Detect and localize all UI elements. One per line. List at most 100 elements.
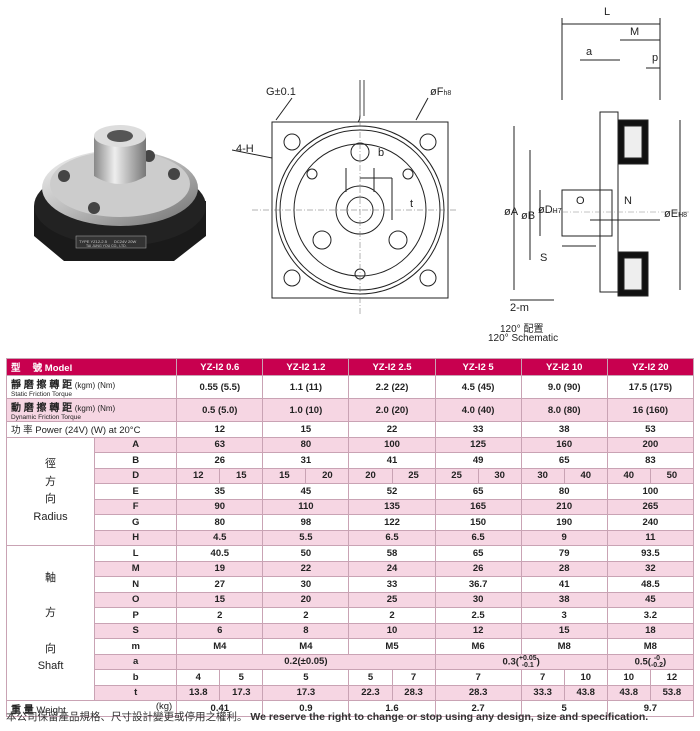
dim-label-S: S bbox=[540, 252, 548, 264]
table-cell: 25 bbox=[391, 467, 436, 484]
table-cell: 165 bbox=[434, 498, 522, 515]
table-cell: 63 bbox=[176, 436, 264, 453]
table-cell: 28.3 bbox=[434, 684, 522, 701]
table-cell: 40 bbox=[606, 467, 651, 484]
row-P: P 2 2 2 2.5 3 3.2 bbox=[7, 607, 695, 624]
table-cell: 22 bbox=[262, 560, 350, 577]
table-cell: 36.7 bbox=[434, 576, 522, 593]
table-cell: 10 bbox=[348, 622, 436, 639]
header-model-5: YZ-I2 10 bbox=[520, 358, 608, 376]
weight-row: 重 量 Weight (kg) 0.41 0.9 1.6 2.7 5 9.7 bbox=[5, 700, 695, 717]
table-cell: 5 bbox=[219, 669, 264, 686]
table-cell: 35 bbox=[176, 483, 264, 500]
table-cell: 20 bbox=[262, 591, 350, 608]
row-label: S bbox=[94, 622, 178, 639]
table-cell: 53.8 bbox=[649, 684, 695, 701]
dim-label-M: M bbox=[630, 26, 640, 38]
table-cell: 80 bbox=[176, 514, 264, 531]
table-cell: M8 bbox=[520, 638, 608, 655]
row-F: F 90 110 135 165 210 265 bbox=[7, 498, 695, 515]
table-cell: 80 bbox=[520, 483, 608, 500]
front-view-drawing bbox=[232, 80, 458, 316]
table-cell: 12 bbox=[176, 467, 221, 484]
table-cell: 50 bbox=[262, 545, 350, 562]
table-cell: 110 bbox=[262, 498, 350, 515]
table-cell-tolerance: 0.3(+0.05-0.1) bbox=[434, 653, 608, 670]
row-E: E 35 45 52 65 80 100 bbox=[7, 483, 695, 500]
static-torque-row: 靜 磨 擦 轉 距 (kgm) (Nm)Static Friction Torq… bbox=[5, 375, 695, 399]
row-D: D 12 15 15 20 20 25 25 30 30 40 40 50 bbox=[7, 467, 695, 484]
row-label: M bbox=[94, 560, 178, 577]
table-cell: 25 bbox=[434, 467, 479, 484]
table-cell: 65 bbox=[520, 452, 608, 469]
static-torque-label: 靜 磨 擦 轉 距 (kgm) (Nm)Static Friction Torq… bbox=[5, 375, 178, 399]
table-cell: 9.7 bbox=[606, 700, 695, 717]
table-cell: 41 bbox=[348, 452, 436, 469]
table-cell: 0.5 (5.0) bbox=[176, 398, 264, 422]
table-cell: M4 bbox=[176, 638, 264, 655]
footer-note-cn: 本公司保留產品規格、尺寸設計變更或停用之權利。 bbox=[6, 711, 248, 723]
table-cell: 15 bbox=[520, 622, 608, 639]
table-cell: 125 bbox=[434, 436, 522, 453]
row-O: O 15 20 25 30 38 45 bbox=[7, 591, 695, 608]
table-cell: 22 bbox=[348, 421, 436, 438]
header-model-2: YZ-I2 1.2 bbox=[262, 358, 350, 376]
table-cell: 100 bbox=[348, 436, 436, 453]
dim-label-p: p bbox=[652, 52, 659, 64]
nameplate-voltage-text: DC24V 20W bbox=[114, 239, 136, 244]
row-b: b 4 5 5 5 7 7 7 10 10 12 bbox=[7, 669, 695, 686]
power-label: 功 率 Power (24V) (W) at 20°C bbox=[5, 421, 178, 438]
table-cell: 5 bbox=[262, 669, 350, 686]
table-cell: 4.5 (45) bbox=[434, 375, 522, 399]
nameplate-type-text: TYPE YZ12-2.5 bbox=[79, 239, 108, 244]
table-cell: 210 bbox=[520, 498, 608, 515]
row-M: M 19 22 24 26 28 32 bbox=[7, 560, 695, 577]
table-cell: 5 bbox=[348, 669, 393, 686]
table-cell: 122 bbox=[348, 514, 436, 531]
header-model-6: YZ-I2 20 bbox=[606, 358, 695, 376]
header-model-4: YZ-I2 5 bbox=[434, 358, 522, 376]
table-cell: 19 bbox=[176, 560, 264, 577]
table-cell: 20 bbox=[348, 467, 393, 484]
table-cell: 25 bbox=[348, 591, 436, 608]
row-B: B 26 31 41 49 65 83 bbox=[7, 452, 695, 469]
table-cell: 2.2 (22) bbox=[348, 375, 436, 399]
table-cell: 43.8 bbox=[606, 684, 651, 701]
header-model-3: YZ-I2 2.5 bbox=[348, 358, 436, 376]
footer-note: 本公司保留產品規格、尺寸設計變更或停用之權利。 We reserve the r… bbox=[6, 709, 694, 724]
dim-label-4H: 4-H bbox=[236, 143, 254, 155]
table-cell: 10 bbox=[606, 669, 651, 686]
figures-area: TYPE YZ12-2.5 DC24V 20W TAI JUNG YOU CO.… bbox=[0, 0, 700, 352]
table-cell: 6 bbox=[176, 622, 264, 639]
schematic-label-en: 120° Schematic bbox=[488, 333, 559, 344]
row-label: H bbox=[94, 529, 178, 546]
dim-label-B: øB bbox=[521, 210, 536, 222]
table-cell: 6.5 bbox=[434, 529, 522, 546]
table-cell: 2.0 (20) bbox=[348, 398, 436, 422]
table-cell: 45 bbox=[262, 483, 350, 500]
table-cell: 15 bbox=[262, 421, 350, 438]
table-cell: 18 bbox=[606, 622, 695, 639]
table-cell: 26 bbox=[176, 452, 264, 469]
table-cell: 83 bbox=[606, 452, 695, 469]
table-cell: 5 bbox=[520, 700, 608, 717]
row-G: G 80 98 122 150 190 240 bbox=[7, 514, 695, 531]
dim-label-t: t bbox=[410, 198, 414, 210]
dim-label-F: øFh8 bbox=[430, 86, 452, 98]
schematic-label-cn: 120° 配置 bbox=[500, 324, 544, 335]
row-m: m M4 M4 M5 M6 M8 M8 bbox=[7, 638, 695, 655]
row-N: N 27 30 33 36.7 41 48.5 bbox=[7, 576, 695, 593]
table-cell: 30 bbox=[520, 467, 565, 484]
table-cell: 1.0 (10) bbox=[262, 398, 350, 422]
table-cell: 38 bbox=[520, 591, 608, 608]
table-cell: 100 bbox=[606, 483, 695, 500]
table-cell: 160 bbox=[520, 436, 608, 453]
table-cell: 98 bbox=[262, 514, 350, 531]
table-cell: 2.7 bbox=[434, 700, 522, 717]
table-cell: 0.2(±0.05) bbox=[176, 653, 436, 670]
table-cell: 12 bbox=[434, 622, 522, 639]
table-cell: 31 bbox=[262, 452, 350, 469]
table-cell: 52 bbox=[348, 483, 436, 500]
table-cell: 33.3 bbox=[520, 684, 565, 701]
